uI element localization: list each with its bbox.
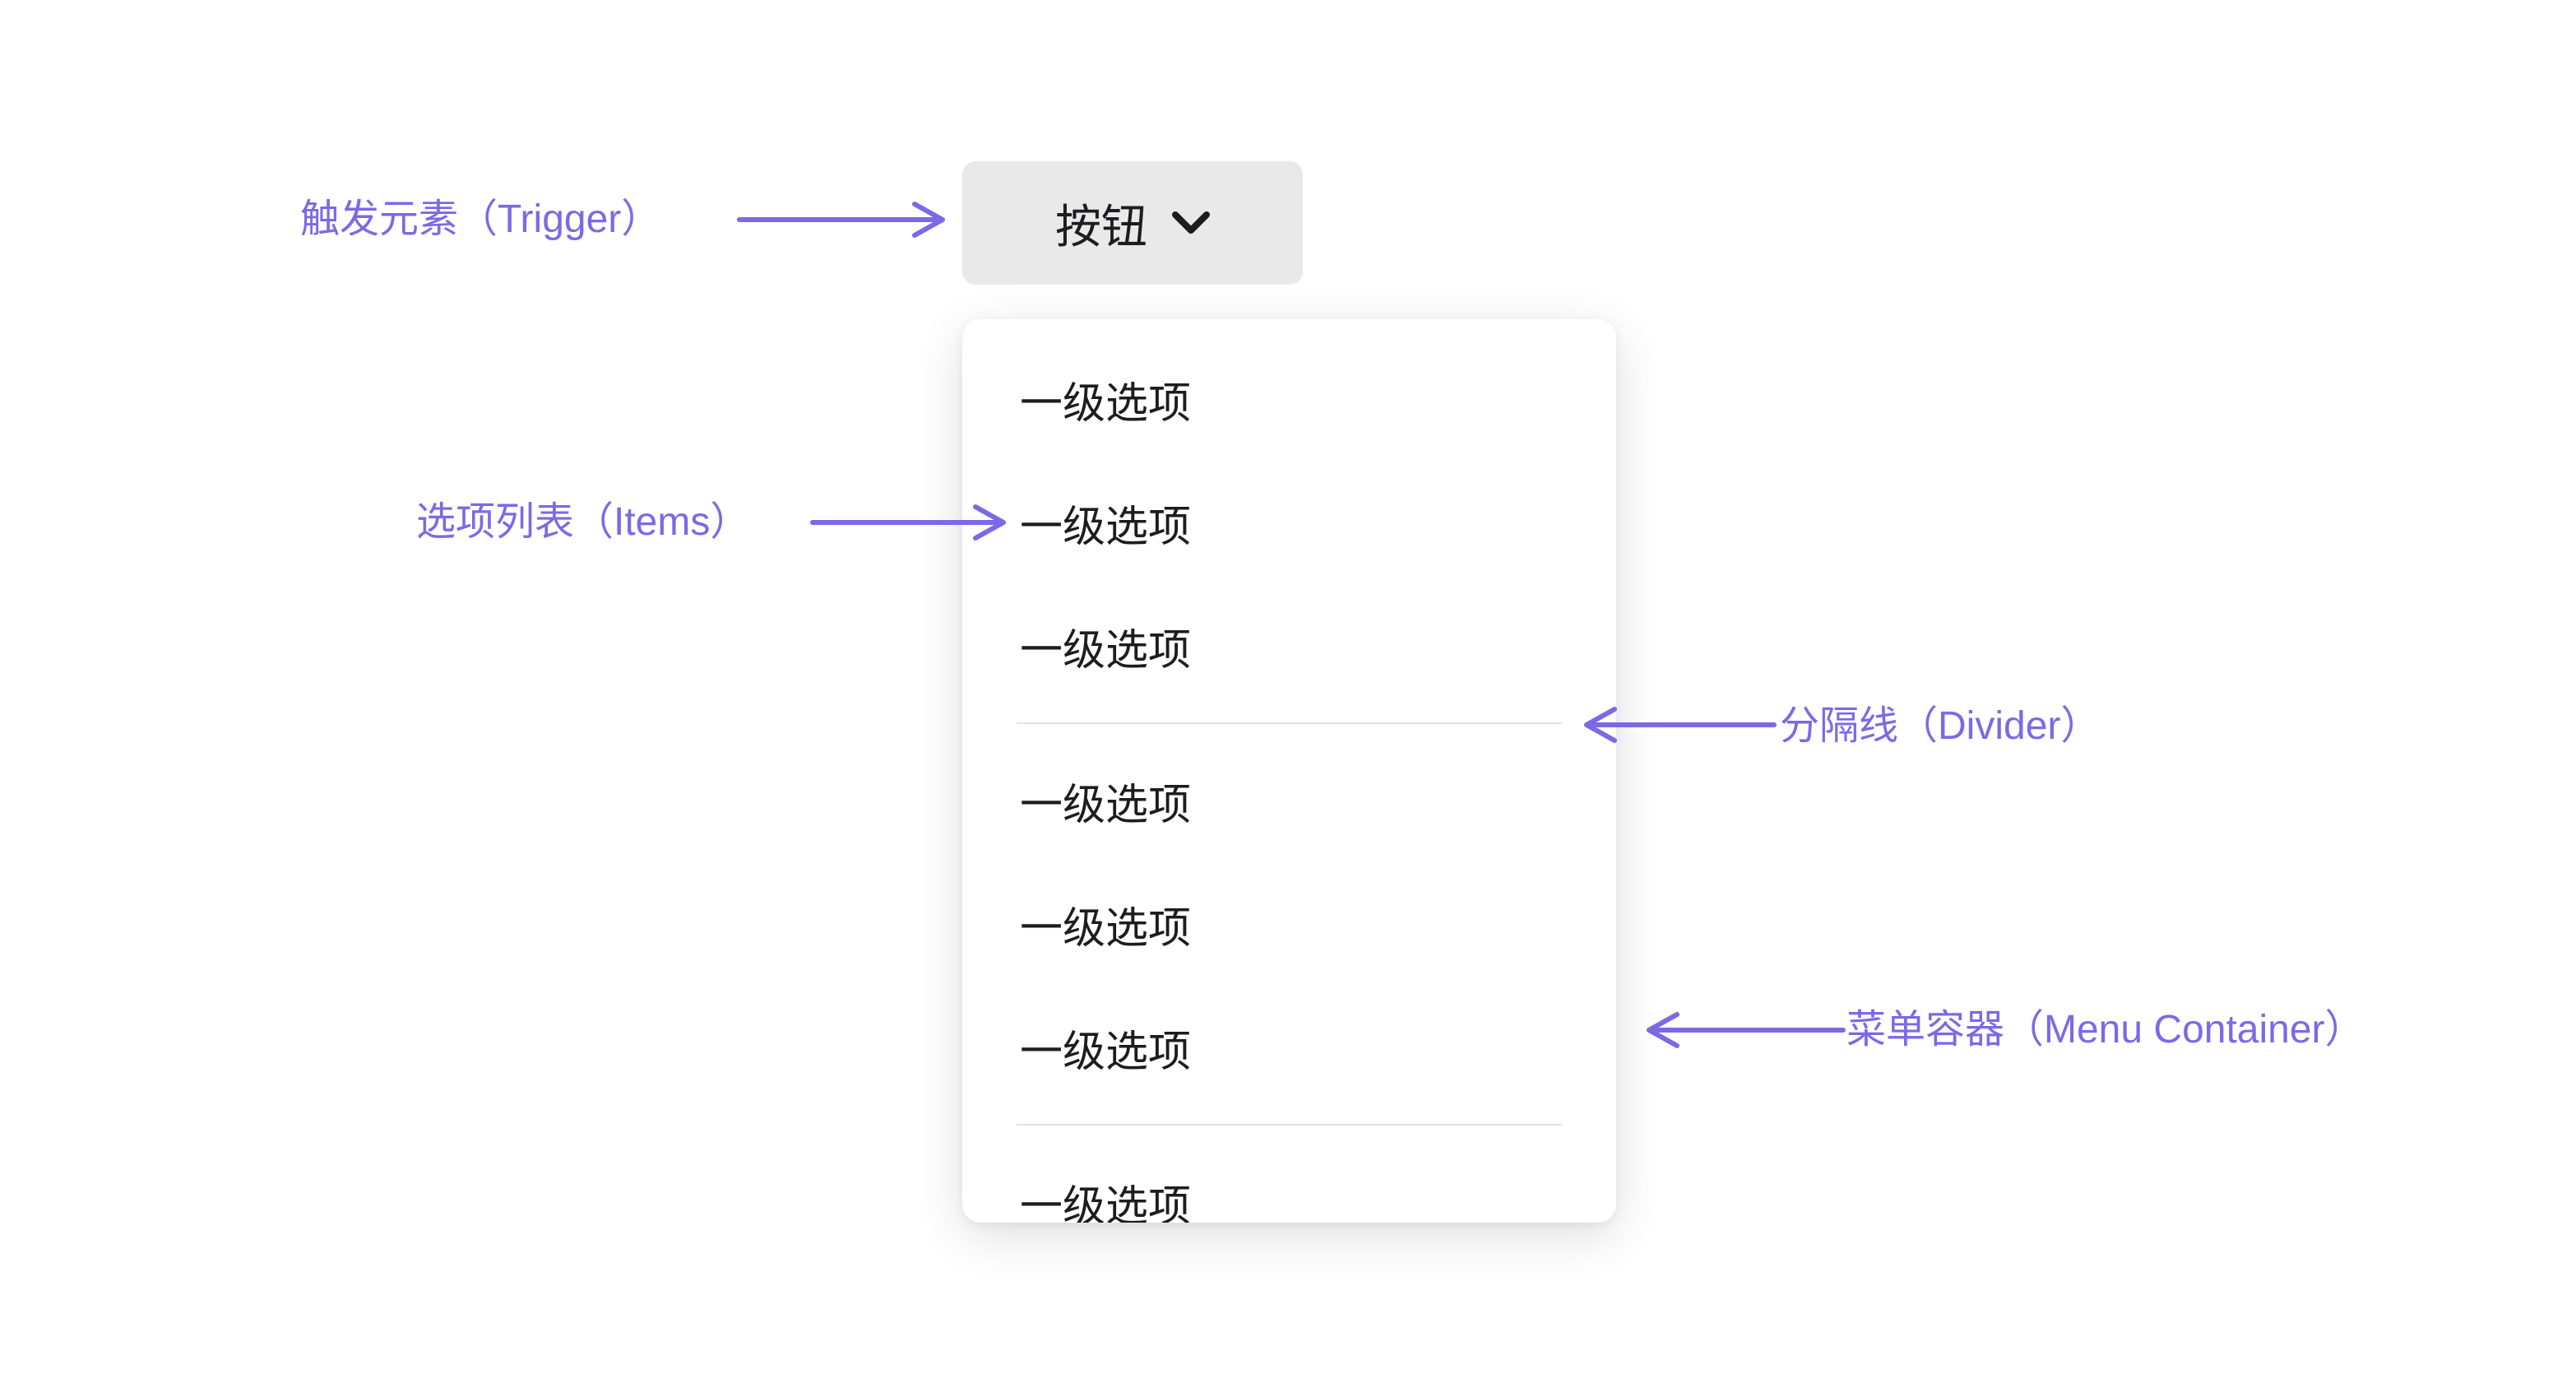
menu-item[interactable]: 一级选项: [1020, 1028, 1192, 1076]
menu-item[interactable]: 一级选项: [1020, 626, 1192, 675]
menu-divider: [1017, 722, 1562, 724]
container-arrow: [1645, 1007, 1846, 1053]
divider-arrow: [1582, 702, 1777, 748]
arrow-left-icon: [1584, 707, 1777, 743]
menu-container: 一级选项 一级选项 一级选项 一级选项 一级选项 一级选项 一级选项: [962, 319, 1616, 1223]
arrow-right-icon: [810, 504, 1006, 541]
trigger-button-label: 按钮: [1055, 200, 1147, 253]
arrow-left-icon: [1647, 1012, 1846, 1048]
trigger-button[interactable]: 按钮: [962, 161, 1303, 285]
chevron-down-icon: [1172, 211, 1210, 234]
annotation-items-label: 选项列表（Items）: [416, 500, 750, 544]
arrow-right-icon: [737, 202, 945, 238]
menu-item[interactable]: 一级选项: [1020, 904, 1192, 953]
annotation-container-label: 菜单容器（Menu Container）: [1846, 1008, 2365, 1051]
menu-item[interactable]: 一级选项: [1020, 503, 1192, 551]
menu-divider: [1017, 1124, 1562, 1126]
menu-item[interactable]: 一级选项: [1020, 1182, 1192, 1223]
items-arrow: [810, 499, 1008, 545]
menu-item[interactable]: 一级选项: [1020, 781, 1192, 829]
annotation-divider-label: 分隔线（Divider）: [1780, 704, 2101, 748]
annotation-trigger-label: 触发元素（Trigger）: [300, 197, 661, 241]
trigger-arrow: [737, 197, 947, 243]
menu-item[interactable]: 一级选项: [1020, 379, 1192, 428]
